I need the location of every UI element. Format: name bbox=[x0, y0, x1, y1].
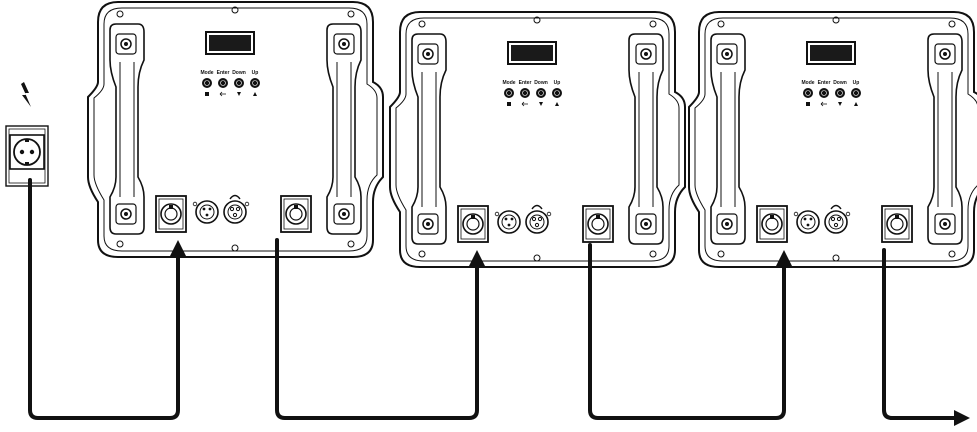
enter-button-label: Enter bbox=[818, 80, 831, 86]
cables bbox=[28, 178, 970, 426]
fixture-2: Mode Enter Down Up bbox=[389, 11, 686, 268]
cable-fixture-1-to-fixture-2 bbox=[275, 238, 485, 420]
mode-button-label: Mode bbox=[502, 80, 515, 86]
cable-fixture-2-to-fixture-3 bbox=[588, 243, 792, 420]
fixture-3: Mode Enter Down Up bbox=[688, 11, 977, 268]
up-button-label: Up bbox=[252, 70, 259, 76]
up-button-label: Up bbox=[554, 80, 561, 86]
power-source bbox=[5, 82, 49, 187]
mode-button-label: Mode bbox=[801, 80, 814, 86]
schuko-wall-socket-icon bbox=[5, 125, 49, 187]
down-button-label: Down bbox=[534, 80, 548, 86]
cable-outlet-to-fixture-1 bbox=[28, 178, 186, 420]
down-button-label: Down bbox=[232, 70, 246, 76]
up-button-label: Up bbox=[853, 80, 860, 86]
cable-fixture-3-out bbox=[882, 248, 970, 426]
mode-button-label: Mode bbox=[200, 70, 213, 76]
lightning-bolt-icon bbox=[21, 82, 31, 107]
enter-button-label: Enter bbox=[217, 70, 230, 76]
fixture-1: Mode Enter Down Up bbox=[87, 1, 384, 258]
enter-button-label: Enter bbox=[519, 80, 532, 86]
down-button-label: Down bbox=[833, 80, 847, 86]
